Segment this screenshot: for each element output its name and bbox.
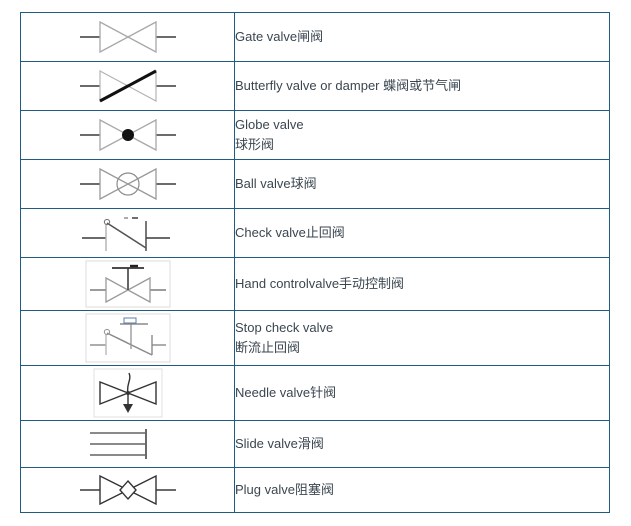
symbol-cell-stop-check-valve — [20, 310, 235, 366]
label-line-secondary: 球形阀 — [235, 137, 275, 152]
label-cell-stop-check-valve: Stop check valve 断流止回阀 — [234, 310, 610, 366]
label-cell-plug-valve: Plug valve阻塞阀 — [234, 467, 610, 513]
butterfly-valve-symbol — [79, 69, 176, 103]
table-row: Gate valve闸阀 — [20, 12, 610, 62]
label-line-primary: Check valve止回阀 — [235, 224, 345, 240]
slide-valve-symbol — [89, 429, 147, 459]
table-row: Stop check valve 断流止回阀 — [20, 310, 610, 366]
label-line-primary: Slide valve滑阀 — [235, 435, 324, 451]
label-cell-globe-valve: Globe valve 球形阀 — [234, 110, 610, 160]
valve-symbol-table: Gate valve闸阀 Butterfly valve or damper 蝶… — [20, 12, 610, 513]
globe-valve-symbol — [79, 118, 176, 152]
label-cell-hand-control-valve: Hand controlvalve手动控制阀 — [234, 257, 610, 311]
label-line-primary: Gate valve闸阀 — [235, 28, 324, 44]
stop-check-valve-symbol — [85, 313, 170, 363]
label-line-primary: Needle valve针阀 — [235, 384, 337, 400]
hand-control-valve-symbol — [85, 260, 170, 308]
plug-valve-symbol — [79, 474, 176, 506]
symbol-cell-needle-valve — [20, 365, 235, 421]
symbol-cell-ball-valve — [20, 159, 235, 209]
symbol-cell-globe-valve — [20, 110, 235, 160]
label-line-primary: Ball valve球阀 — [235, 175, 317, 191]
table-row: Hand controlvalve手动控制阀 — [20, 257, 610, 311]
table-row: Needle valve针阀 — [20, 365, 610, 421]
label-cell-slide-valve: Slide valve滑阀 — [234, 420, 610, 468]
label-line-primary: Plug valve阻塞阀 — [235, 481, 334, 497]
symbol-cell-check-valve — [20, 208, 235, 258]
label-line-secondary: 断流止回阀 — [235, 340, 301, 355]
label-cell-ball-valve: Ball valve球阀 — [234, 159, 610, 209]
label-line-primary: Butterfly valve or damper 蝶阀或节气闸 — [235, 77, 462, 93]
label-cell-butterfly-valve: Butterfly valve or damper 蝶阀或节气闸 — [234, 61, 610, 111]
label-line-primary: Stop check valve — [235, 319, 334, 335]
label-cell-gate-valve: Gate valve闸阀 — [234, 12, 610, 62]
ball-valve-symbol — [79, 167, 176, 201]
needle-valve-symbol — [93, 368, 162, 418]
symbol-cell-slide-valve — [20, 420, 235, 468]
table-row: Globe valve 球形阀 — [20, 110, 610, 160]
label-line-primary: Hand controlvalve手动控制阀 — [235, 275, 405, 291]
symbol-cell-gate-valve — [20, 12, 235, 62]
symbol-cell-butterfly-valve — [20, 61, 235, 111]
table-row: Ball valve球阀 — [20, 159, 610, 209]
table-row: Slide valve滑阀 — [20, 420, 610, 468]
symbol-cell-plug-valve — [20, 467, 235, 513]
table-row: Butterfly valve or damper 蝶阀或节气闸 — [20, 61, 610, 111]
label-cell-needle-valve: Needle valve针阀 — [234, 365, 610, 421]
label-cell-check-valve: Check valve止回阀 — [234, 208, 610, 258]
table-row: Check valve止回阀 — [20, 208, 610, 258]
label-line-primary: Globe valve — [235, 116, 304, 132]
table-row: Plug valve阻塞阀 — [20, 467, 610, 513]
symbol-cell-hand-control-valve — [20, 257, 235, 311]
check-valve-symbol — [81, 217, 170, 251]
gate-valve-symbol — [79, 20, 176, 54]
